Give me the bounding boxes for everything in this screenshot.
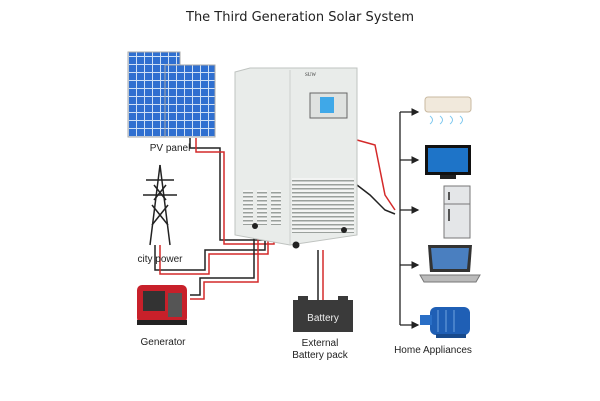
inverter-cabinet: SUW <box>234 67 358 249</box>
electric-motor-icon <box>420 307 470 338</box>
generator-icon <box>137 285 187 325</box>
laptop-icon <box>419 245 481 283</box>
city-power-label: city power <box>137 254 183 265</box>
tv-icon <box>425 145 471 179</box>
pv-panel-icon <box>127 51 216 138</box>
distribution-bus <box>399 108 420 329</box>
battery-text: Battery <box>307 313 339 324</box>
air-conditioner-icon <box>424 96 472 125</box>
battery-icon <box>293 296 353 332</box>
battery-pack-label-1: External <box>302 338 339 349</box>
battery-pack-label-2: Battery pack <box>292 350 349 361</box>
power-tower-icon <box>143 164 177 246</box>
svg-text:SUW: SUW <box>305 73 316 78</box>
home-appliances-label: Home Appliances <box>394 345 472 356</box>
refrigerator-icon <box>443 185 471 239</box>
lcd-screen-icon <box>320 97 334 113</box>
generator-label: Generator <box>140 337 186 348</box>
diagram-title: The Third Generation Solar System <box>185 10 414 25</box>
pv-panel-label: PV panel <box>150 143 191 154</box>
